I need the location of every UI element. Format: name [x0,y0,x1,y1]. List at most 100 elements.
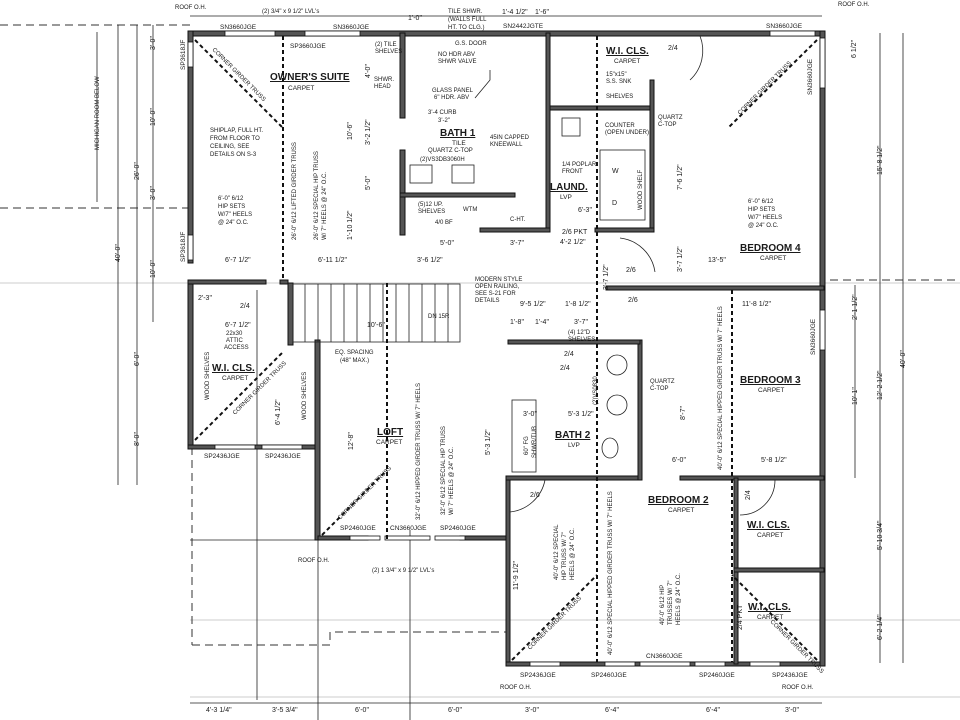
room-floor: CARPET [757,614,783,621]
window-label: SN2442JGTE [503,23,544,30]
dim-label: 1'-10 1/2" [347,210,354,240]
room-floor: CARPET [757,532,783,539]
laundry-note: (OPEN UNDER) [605,130,649,136]
hip-sets-note: @ 24" O.C. [748,223,779,229]
room-floor: LVP [560,194,572,201]
dim-label: 5'-0" [365,176,372,190]
laundry-note: FRONT [562,169,583,175]
roof-overhang-note: ROOF O.H. [175,5,207,11]
dim-label: 1'-8 1/2" [565,301,591,308]
shiplap-note: DETAILS ON S-3 [210,152,257,158]
laundry-note: COUNTER [605,123,635,129]
room-name: W.I. CLS. [747,520,790,531]
stair [292,283,461,343]
lvl-note: (2) 3/4" x 9 1/2" LVL's [262,9,319,15]
dim-label: 1'-4 1/2" [502,9,528,16]
dim-label: 1'-0" [408,15,422,22]
guide-lines [0,24,960,720]
dim-label: 1'-6" [535,9,549,16]
dim-label: 11'-8 1/2" [742,301,772,308]
dim-label: 11'-9 1/2" [513,560,520,590]
dim-label: 4'-3 1/4" [206,707,232,714]
bath1-note: SHELVES [418,209,445,215]
corner-girder-note: CORNER GIRDER TRUSS [211,47,267,103]
dim-label: 6'-4 1/2" [275,399,282,425]
dim-label: 10'-1" [852,387,859,405]
window-label: SN3660JGE [333,24,370,31]
attic-access-note: ATTIC [226,338,244,344]
dim-label: 12'-8" [348,432,355,450]
lvl-note: (2) 1 3/4" x 9 1/2" LVL's [372,568,434,574]
bath1-note: (5)12 UP. [418,202,443,208]
door-label: 2/4 [745,490,752,500]
hip-sets-note: 6'-0" 6/12 [218,196,244,202]
corner-girder-note: CORNER GIRDER TRUSS [769,619,825,675]
room-name: W.I. CLS. [748,602,791,613]
dim-label: 6'-0" [448,707,462,714]
dim-label: 6'-4" [706,707,720,714]
bath1-note: 6" HDR. ABV [434,95,469,101]
bath2-note: SHELVES [568,337,595,343]
dim-label: 4'-2 1/2" [560,239,586,246]
dim-label: 2/4 [560,365,570,372]
dim-label: 6'-4" [605,707,619,714]
door-label: 2/6 [628,297,638,304]
dim-label: 6'-0" [672,457,686,464]
bath2-note: 60" FG [524,436,530,455]
dimensions-right: 6 1/2" 15'-8 1/2" 2'-1 1/2" 12'-2 1/2" 1… [851,39,907,640]
window-label: SP2460JGE [440,525,476,532]
dim-label: 5'-3 1/2" [485,429,492,455]
truss-note: HEELS @ 24" O.C. [676,573,682,625]
bath1-note: 3'-2" [438,118,450,124]
truss-note: HEELS @ 24" O.C. [570,528,576,580]
wood-shelves-note: WOOD SHELVES [205,352,211,400]
dim-label: 3'-7 1/2" [677,246,684,272]
hip-sets-note: 6'-0" 6/12 [748,199,774,205]
truss-note: 40'-0" 6/12 SPECIAL [554,524,560,580]
window-label: CN3660JGE [646,653,683,660]
window-label: CN3660JGE [390,525,427,532]
dim-label: 5'-10 3/4" [877,520,884,550]
notes: ROOF O.H. ROOF O.H. ROOF O.H. ROOF O.H. … [175,2,870,691]
dimensions-interior: 6'-7 1/2" 6'-11 1/2" 3'-6 1/2" 5'-0" 3'-… [198,9,787,590]
washer-label: W [612,168,619,175]
bath1-note: C-HT. [510,217,526,223]
dim-label: 6'-3" [578,207,592,214]
truss-note: 40'-0" 6/12 HIP [660,585,666,625]
bath2-note: C-TOP [650,386,669,392]
room-name: LOFT [377,427,403,438]
dim-label: 5'-0" [440,240,454,247]
window-label: SP2460JGE [340,525,376,532]
laundry-note: 1/4 POPLAR [562,162,597,168]
roof-overhang-note: ROOF O.H. [500,685,532,691]
dim-label: 6'-7 1/2" [225,257,251,264]
bath1-note: (2)VS3DB3060H [420,157,465,163]
window-label: SP3618JF [180,40,187,70]
window-label: SP2460JGE [591,672,627,679]
stair-note: (48" MAX.) [340,358,369,364]
shiplap-note: FROM FLOOR TO [210,136,260,142]
attic-access-note: 22x30 [226,331,243,337]
bath1-note: 45IN CAPPED [490,135,530,141]
door-label: 2/4 PKT [737,604,744,630]
bath2-note: SHWR/TUB [532,426,538,458]
door-label: 2/6 PKT [562,229,588,236]
truss-note: 26'-0" 6/12 SPECIAL HIP TRUSS [314,151,320,240]
corner-girder-note: CORNER GIRDER TRUSS [527,596,583,652]
bath1-note: GLASS PANEL [432,88,474,94]
dim-label: 4'-0" [365,64,372,78]
bath2-note: (4) 12"D [568,330,591,336]
room-floor: CARPET [758,387,784,394]
dim-label: 3'-7" [574,319,588,326]
dim-label: 10'-0" [150,260,157,278]
bath1-note: SHELVES [375,49,402,55]
truss-note: 26'-0" 6/12 LIFTED GIRDER TRUSS [292,142,298,240]
stair-note: EQ. SPACING [335,350,374,356]
laundry-note: S.S. SNK [606,79,631,85]
shiplap-note: CEILING, SEE [210,144,249,150]
hip-sets-note: W/7" HEELS [218,212,252,218]
bath1-note: HEAD [374,84,391,90]
door-label: 2/4 [668,45,678,52]
hip-sets-note: @ 24" O.C. [218,220,249,226]
stair-direction: DN 15R [428,314,450,320]
